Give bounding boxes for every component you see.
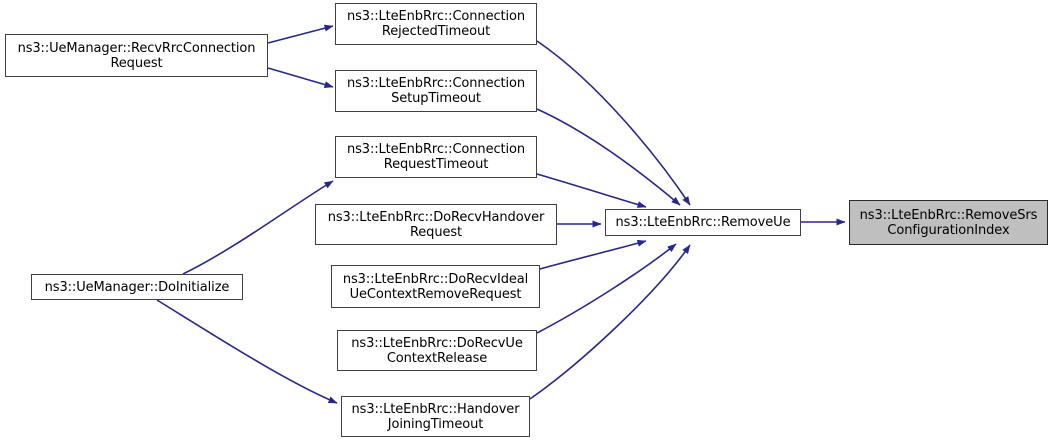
edge-recvrrc-to-rejected [267,24,334,44]
node-connection-setup-timeout[interactable]: ns3::LteEnbRrc::Connection SetupTimeout [335,70,537,112]
edge-contextrelease-to-removeue [536,243,677,334]
node-label: ns3::LteEnbRrc::RemoveUe [615,215,791,230]
node-label: ns3::LteEnbRrc::DoRecvHandover Request [327,209,545,240]
node-do-initialize[interactable]: ns3::UeManager::DoInitialize [31,274,243,300]
edge-doinit-to-requesttimeout [182,180,334,275]
edge-doinit-to-handoverjoining [156,299,338,404]
node-do-recv-ideal-ue-context-remove-request[interactable]: ns3::LteEnbRrc::DoRecvIdeal UeContextRem… [331,265,540,308]
node-label: ns3::LteEnbRrc::RemoveSrs ConfigurationI… [859,207,1038,238]
node-connection-request-timeout[interactable]: ns3::LteEnbRrc::Connection RequestTimeou… [335,136,537,178]
node-remove-ue[interactable]: ns3::LteEnbRrc::RemoveUe [605,209,801,236]
node-recv-rrc-connection-request[interactable]: ns3::UeManager::RecvRrcConnection Reques… [5,34,268,77]
edge-recvrrc-to-setup [267,67,334,88]
node-label: ns3::UeManager::DoInitialize [44,279,230,295]
node-label: ns3::UeManager::RecvRrcConnection Reques… [17,40,256,71]
node-connection-rejected-timeout[interactable]: ns3::LteEnbRrc::Connection RejectedTimeo… [335,3,537,45]
edge-requesttimeout-to-removeue [536,173,647,208]
node-remove-srs-configuration-index[interactable]: ns3::LteEnbRrc::RemoveSrs ConfigurationI… [849,200,1048,245]
node-label: ns3::LteEnbRrc::DoRecvUe ContextRelease [351,335,523,366]
node-do-recv-handover-request[interactable]: ns3::LteEnbRrc::DoRecvHandover Request [315,204,557,245]
node-label: ns3::LteEnbRrc::Handover JoiningTimeout [351,401,520,432]
node-handover-joining-timeout[interactable]: ns3::LteEnbRrc::Handover JoiningTimeout [341,396,530,437]
node-label: ns3::LteEnbRrc::Connection SetupTimeout [346,76,526,106]
edge-handoverjoining-to-removeue [529,244,691,400]
node-label: ns3::LteEnbRrc::Connection RejectedTimeo… [346,9,526,39]
edge-rejected-to-removeue [536,40,691,206]
edge-idealremove-to-removeue [539,239,647,270]
edge-setup-to-removeue [536,108,681,206]
node-do-recv-ue-context-release[interactable]: ns3::LteEnbRrc::DoRecvUe ContextRelease [337,330,537,371]
node-label: ns3::LteEnbRrc::DoRecvIdeal UeContextRem… [342,271,529,302]
node-label: ns3::LteEnbRrc::Connection RequestTimeou… [346,142,526,172]
